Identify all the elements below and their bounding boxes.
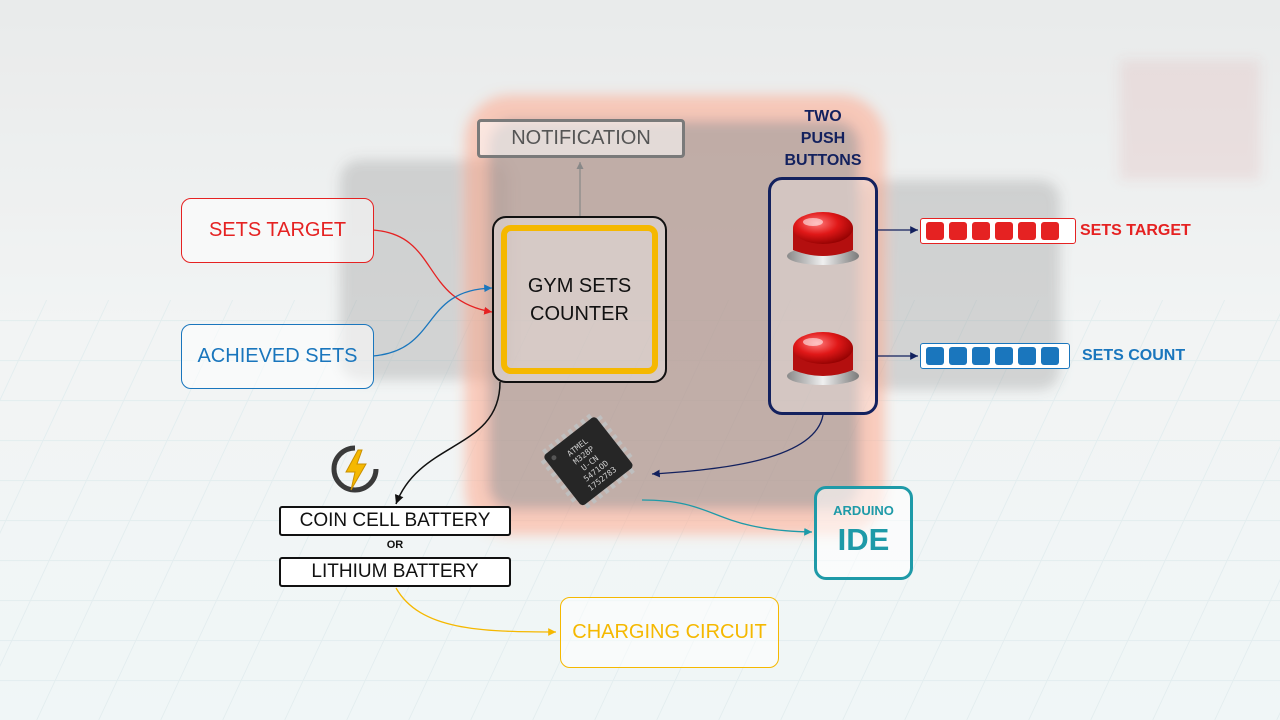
target-led [1041, 222, 1059, 240]
push-button-icon-bottom [787, 332, 859, 385]
notification-box: NOTIFICATION [477, 119, 685, 158]
counter-inner-frame [501, 225, 658, 374]
target-led [972, 222, 990, 240]
push-buttons-frame [768, 177, 878, 415]
battery-or-label: OR [386, 539, 404, 551]
count-led [972, 347, 990, 365]
lightning-power-icon [331, 445, 379, 493]
arrow-sets-target-to-counter [372, 229, 493, 315]
gym-sets-counter-box: GYM SETS COUNTER [492, 216, 667, 383]
arduino-ide-box: ARDUINO IDE [814, 486, 913, 580]
atmel-chip-icon: ATMEL M328P U-CN 5471OD 1752783 [540, 413, 635, 509]
target-led [995, 222, 1013, 240]
arrow-chip-to-ide [641, 499, 813, 536]
count-led [1018, 347, 1036, 365]
arrow-buttons-to-chip [651, 414, 824, 478]
coin-cell-battery-label: COIN CELL BATTERY [299, 510, 491, 531]
sets-target-input-label: SETS TARGET [208, 219, 347, 241]
count-led [995, 347, 1013, 365]
lithium-battery-box: LITHIUM BATTERY [279, 557, 511, 587]
ide-label: IDE [837, 522, 890, 557]
charging-circuit-box: CHARGING CIRCUIT [560, 597, 779, 668]
arduino-label: ARDUINO [833, 503, 894, 518]
count-led [1041, 347, 1059, 365]
push-buttons-graphic [787, 212, 859, 385]
count-led [949, 347, 967, 365]
sets-count-led-bar [920, 343, 1070, 369]
target-led [926, 222, 944, 240]
push-button-icon-top [787, 212, 859, 265]
count-led [926, 347, 944, 365]
lithium-battery-label: LITHIUM BATTERY [311, 561, 479, 582]
arrow-battery-to-charging [395, 587, 557, 636]
sets-target-led-bar [920, 218, 1076, 244]
charging-circuit-label: CHARGING CIRCUIT [572, 621, 767, 643]
target-led [949, 222, 967, 240]
target-led [1018, 222, 1036, 240]
sets-target-display-label: SETS TARGET [1080, 222, 1191, 239]
achieved-sets-input-label: ACHIEVED SETS [197, 345, 358, 367]
arrow-achieved-sets-to-counter [372, 284, 493, 357]
sets-count-display-label: SETS COUNT [1082, 347, 1186, 364]
sets-target-input-box: SETS TARGET [181, 198, 374, 263]
arrow-counter-to-battery [394, 381, 501, 505]
achieved-sets-input-box: ACHIEVED SETS [181, 324, 374, 389]
push-buttons-title: TWO PUSH BUTTONS [784, 108, 862, 169]
coin-cell-battery-box: COIN CELL BATTERY [279, 506, 511, 536]
notification-label: NOTIFICATION [511, 127, 651, 149]
counter-label: GYM SETS COUNTER [527, 274, 632, 325]
